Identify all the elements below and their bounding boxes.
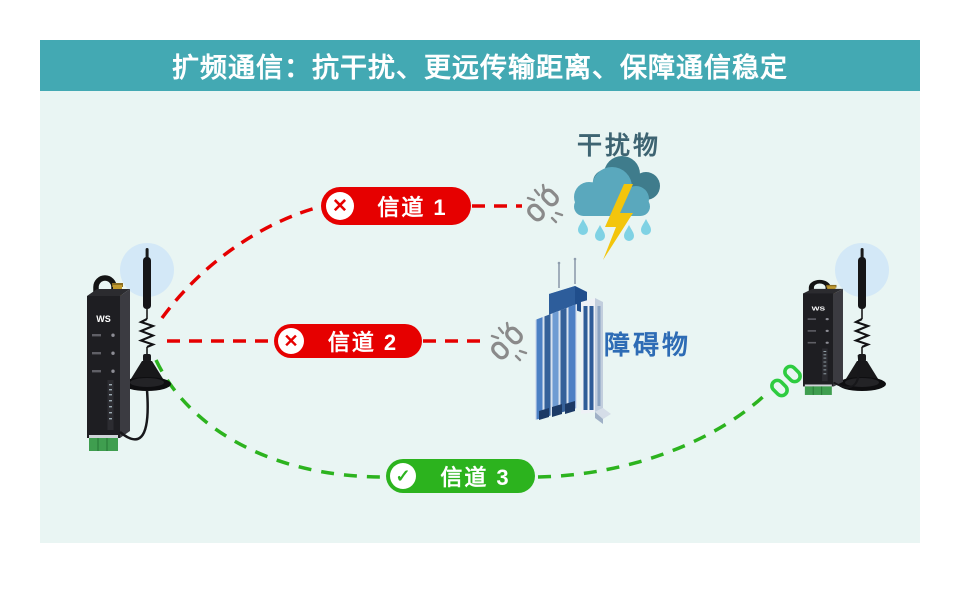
obstacle-building <box>535 257 611 424</box>
channel-2-label: 信道 2 <box>327 330 399 355</box>
channel-3-badge: ✓ 信道 3 <box>386 459 535 493</box>
connected-link-icon <box>767 362 805 400</box>
lightning-icon <box>603 184 633 260</box>
interference-cloud <box>574 156 660 260</box>
cloud-front <box>574 167 650 216</box>
raindrops <box>578 219 651 241</box>
left-gateway-box <box>87 278 148 451</box>
channel-1-label: 信道 1 <box>377 195 448 220</box>
channel-2-badge: ✕ 信道 2 <box>274 324 422 358</box>
obstacle-label: 障碍物 <box>604 330 692 360</box>
right-device <box>803 241 891 395</box>
x-icon: ✕ <box>326 192 354 220</box>
channel-1-badge: ✕ 信道 1 <box>321 187 471 225</box>
left-device <box>87 241 176 451</box>
header-title: 扩频通信：抗干扰、更远传输距离、保障通信稳定 <box>172 53 788 83</box>
x-icon: ✕ <box>278 328 304 354</box>
channel-1-path <box>160 204 522 320</box>
interference-label: 干扰物 <box>577 132 662 160</box>
header-banner: 扩频通信：抗干扰、更远传输距离、保障通信稳定 <box>40 40 920 91</box>
broken-link-icon-1 <box>524 183 564 224</box>
check-icon: ✓ <box>390 463 416 489</box>
broken-link-icon-2 <box>488 321 528 362</box>
channel-3-label: 信道 3 <box>440 465 511 490</box>
right-antenna <box>833 241 891 393</box>
